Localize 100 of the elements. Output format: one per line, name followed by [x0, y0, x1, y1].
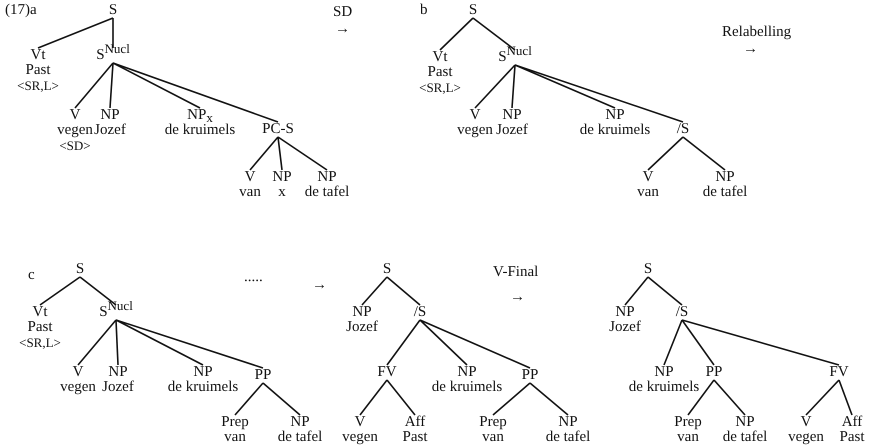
category-label: NP [605, 108, 625, 123]
category-label: Vt [432, 50, 448, 65]
branch-line [249, 136, 279, 171]
terminal-label: Jozef [346, 320, 378, 335]
terminal-label: <SR,L> [17, 78, 59, 93]
terminal-label: vegen [60, 380, 96, 395]
category-label: Aff [404, 415, 426, 430]
category-label: NP [100, 108, 120, 123]
branch-line [647, 136, 684, 171]
category-label: NP$_{x}$ [187, 108, 213, 123]
category-label: NP [654, 365, 674, 380]
terminal-label: Past [28, 320, 52, 335]
branch-line [805, 379, 840, 416]
terminal-label: <SR,L> [19, 335, 61, 350]
branch-line [514, 64, 684, 123]
terminal-label: de kruimels [432, 380, 502, 395]
category-label: NP [352, 305, 372, 320]
branch-line [386, 380, 416, 416]
annotation-label: c [28, 268, 35, 283]
category-label: S [644, 262, 652, 277]
branch-line [474, 64, 516, 109]
terminal-label: de tafel [304, 185, 350, 200]
category-label: V [244, 170, 256, 185]
terminal-label: Past [428, 65, 452, 80]
branch-line [278, 136, 328, 171]
branch-line [419, 319, 468, 366]
terminal-label: van [482, 430, 504, 445]
branch-line [713, 379, 746, 416]
category-label: NP [715, 170, 735, 185]
annotation-label: → [743, 42, 758, 57]
terminal-label: de tafel [546, 430, 590, 445]
branch-line [687, 380, 715, 416]
terminal-label: de kruimels [580, 123, 650, 138]
category-label: V [70, 108, 80, 123]
category-label: NP [290, 415, 310, 430]
category-label: PP [522, 368, 538, 383]
branch-line [262, 382, 301, 416]
branch-line [77, 319, 117, 366]
category-label: S [468, 3, 478, 18]
terminal-label: Past [26, 63, 50, 78]
category-label: Vt [32, 305, 48, 320]
terminal-label: <SD> [59, 138, 91, 153]
terminal-label: Jozef [496, 123, 528, 138]
branch-line [109, 62, 114, 108]
branch-line [682, 319, 840, 366]
category-label: S [382, 262, 392, 277]
terminal-label: van [677, 430, 699, 445]
category-label: V [72, 365, 84, 380]
branch-line [420, 319, 530, 369]
branch-line [112, 62, 278, 123]
terminal-label: vegen [788, 430, 824, 445]
branch-line [386, 320, 421, 366]
branch-line [492, 382, 531, 416]
category-label: NP [502, 108, 522, 123]
category-label: PC-S [262, 122, 294, 137]
branch-line [681, 320, 715, 366]
annotation-label: Relabelling [722, 25, 792, 40]
terminal-label: de kruimels [164, 123, 236, 138]
category-label: NP [108, 365, 128, 380]
category-label: V [800, 415, 812, 430]
branch-line [838, 380, 853, 416]
branch-line [514, 64, 616, 109]
terminal-label: van [637, 185, 659, 200]
category-label: V [470, 108, 480, 123]
terminal-label: de tafel [722, 430, 768, 445]
terminal-label: Past [402, 430, 428, 445]
terminal-label: van [224, 430, 246, 445]
annotation-label: → [335, 22, 350, 37]
terminal-label: de tafel [702, 185, 748, 200]
branch-line [115, 320, 119, 366]
terminal-label: van [239, 185, 261, 200]
branch-line [511, 64, 516, 108]
branch-line [112, 62, 200, 109]
terminal-label: vegen [457, 123, 493, 138]
category-label: /S [414, 305, 426, 320]
branch-line [38, 17, 114, 49]
annotation-label: ..... [244, 270, 263, 285]
category-label: PP [706, 365, 722, 380]
category-label: FV [829, 365, 849, 380]
branch-line [439, 17, 474, 51]
category-label: NP [457, 365, 477, 380]
category-label: NP [735, 415, 755, 430]
annotation-label: b [420, 3, 428, 18]
branch-line [648, 276, 682, 306]
branch-line [234, 382, 264, 416]
category-label: V [642, 170, 654, 185]
category-label: Prep [674, 415, 702, 430]
category-label: /S [676, 305, 688, 320]
branch-line [386, 276, 421, 306]
category-label: Vt [30, 48, 46, 63]
category-label: NP [615, 305, 635, 320]
category-label: FV [377, 365, 397, 380]
category-label: /S [676, 122, 690, 137]
branch-line [74, 62, 114, 109]
branch-line [40, 276, 80, 306]
terminal-label: vegen [57, 123, 93, 138]
terminal-label: Jozef [102, 380, 134, 395]
branch-line [529, 382, 569, 416]
branch-line [359, 380, 388, 416]
branch-line [116, 319, 264, 369]
